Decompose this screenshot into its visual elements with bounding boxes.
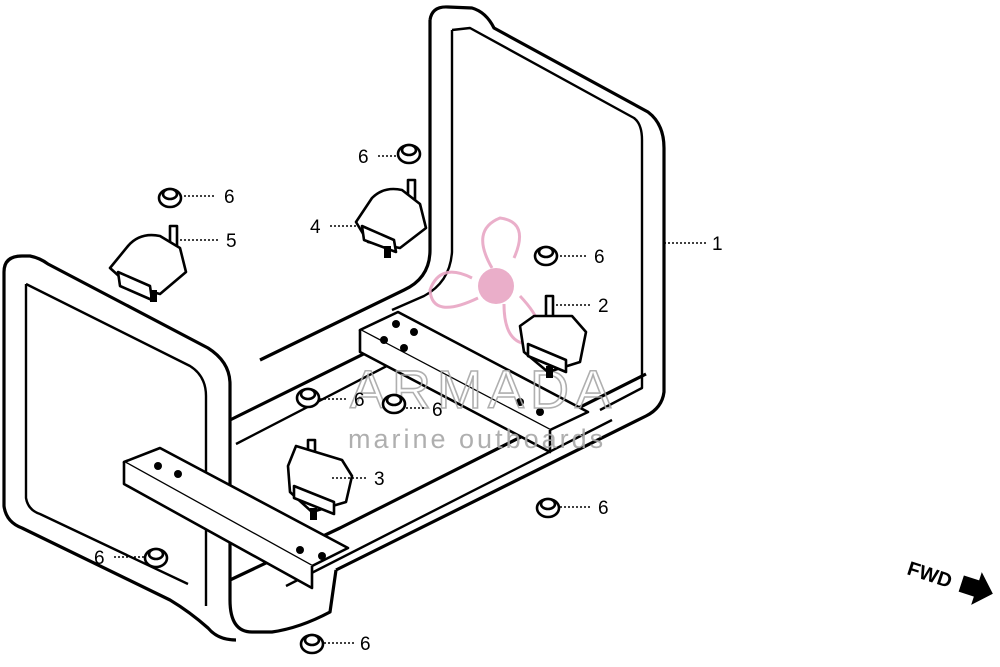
callout-mount-rear-right: 4 bbox=[310, 217, 321, 238]
base-crossmember-front bbox=[122, 446, 350, 590]
fwd-arrow-icon bbox=[958, 572, 993, 605]
callout-nut-d: 6 bbox=[354, 390, 365, 411]
watermark-subtitle: marine outboards bbox=[348, 424, 606, 454]
flange-nut-d bbox=[295, 387, 321, 409]
callout-nut-f: 6 bbox=[598, 498, 609, 519]
callout-nut-a: 6 bbox=[224, 187, 235, 208]
rubber-mount-front-right bbox=[518, 294, 588, 378]
flange-nut-c bbox=[533, 245, 559, 267]
callout-mount-front-right: 2 bbox=[598, 296, 609, 317]
flange-nut-g bbox=[143, 547, 169, 569]
callout-mount-front-left: 3 bbox=[374, 469, 385, 490]
callout-mount-rear-left: 5 bbox=[226, 231, 237, 252]
callout-nut-b: 6 bbox=[358, 147, 369, 168]
fwd-label: FWD bbox=[904, 558, 954, 593]
flange-nut-b bbox=[396, 143, 422, 165]
propeller-hub bbox=[478, 268, 514, 304]
rubber-mount-front-left bbox=[286, 438, 354, 520]
rubber-mount-rear-right bbox=[354, 178, 428, 258]
callout-frame: 1 bbox=[712, 234, 723, 255]
fwd-direction-marker: FWD bbox=[904, 558, 993, 605]
callout-labels: 1 2 3 4 5 6 6 6 6 6 6 6 6 bbox=[94, 147, 723, 655]
base-crossmember-rear bbox=[358, 310, 590, 454]
leader-lines bbox=[114, 155, 706, 644]
callout-nut-e: 6 bbox=[432, 400, 443, 421]
flange-nut-a bbox=[157, 187, 183, 209]
flange-nut-e bbox=[381, 393, 407, 415]
flange-nut-h bbox=[299, 633, 325, 655]
flange-nut-f bbox=[535, 497, 561, 519]
callout-nut-c: 6 bbox=[594, 247, 605, 268]
rubber-mount-rear-left bbox=[108, 224, 188, 302]
callout-nut-h: 6 bbox=[360, 634, 371, 655]
callout-nut-g: 6 bbox=[94, 548, 105, 569]
